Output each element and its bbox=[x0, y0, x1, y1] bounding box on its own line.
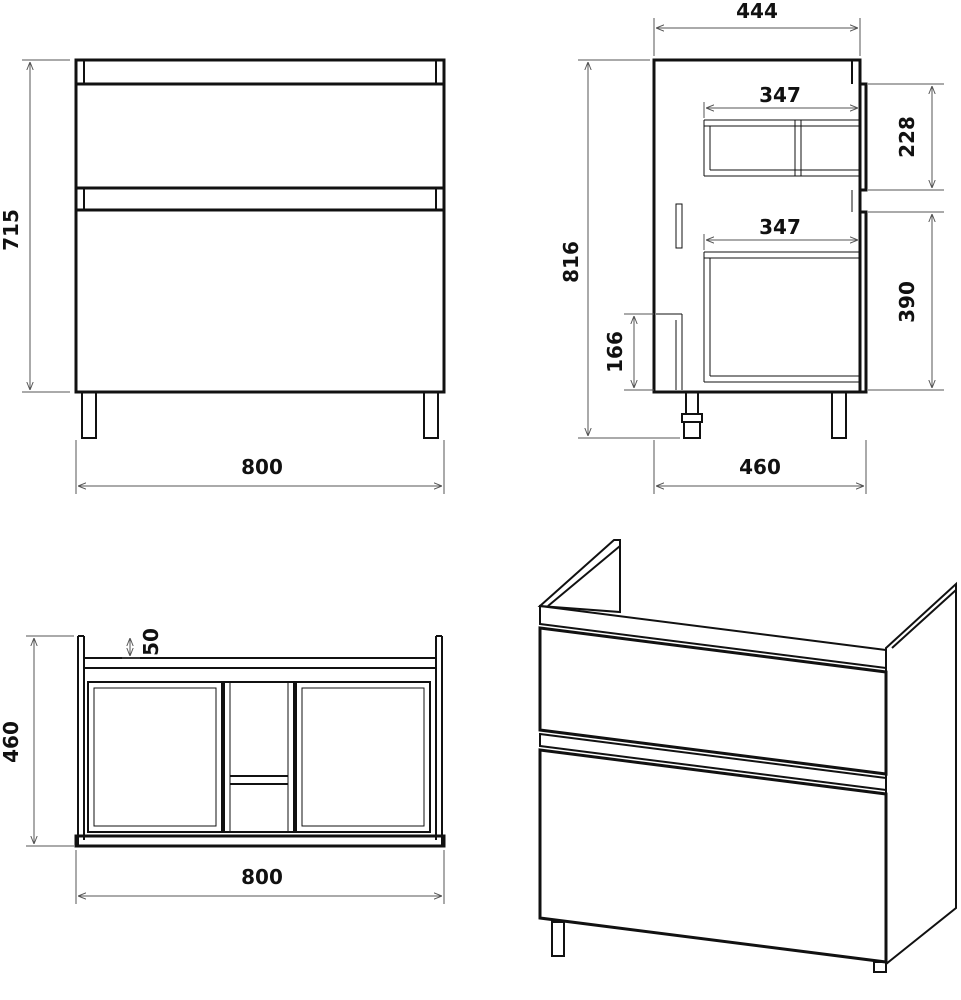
side-upper-drawer-front bbox=[858, 82, 868, 192]
side-rear-leg bbox=[831, 391, 847, 439]
lower-drawer-depth-label: 347 bbox=[759, 215, 801, 239]
iso-upper-drawer bbox=[538, 626, 888, 776]
cutout-height-label: 166 bbox=[603, 331, 627, 373]
front-upper-drawer bbox=[74, 82, 446, 190]
isometric-view bbox=[537, 539, 957, 973]
side-plumbing-cutout bbox=[656, 313, 683, 390]
top-back-panel bbox=[83, 657, 437, 669]
lower-drawer-height-label: 390 bbox=[895, 281, 919, 323]
upper-drawer-height-label: 228 bbox=[895, 116, 919, 158]
front-left-leg bbox=[81, 391, 97, 439]
front-width-label: 800 bbox=[241, 455, 283, 479]
iso-middle-rail bbox=[539, 732, 887, 792]
lower-drawer-box bbox=[703, 251, 860, 383]
side-adjustable-foot bbox=[681, 391, 703, 439]
top-offset-label: 50 bbox=[139, 628, 163, 656]
front-lower-drawer bbox=[74, 208, 446, 394]
top-front-panel bbox=[74, 834, 446, 848]
iso-top-rail bbox=[539, 604, 887, 670]
side-top-depth-label: 444 bbox=[736, 0, 778, 23]
side-lower-drawer-front bbox=[858, 210, 868, 394]
side-height-label: 816 bbox=[559, 241, 583, 283]
front-right-leg bbox=[423, 391, 439, 439]
side-view: 444 816 460 347 347 228 390 166 bbox=[559, 0, 944, 494]
top-center-compartment bbox=[223, 681, 295, 833]
front-height-label: 715 bbox=[0, 209, 23, 251]
side-bottom-depth-label: 460 bbox=[739, 455, 781, 479]
side-cabinet-body bbox=[652, 58, 862, 394]
top-right-compartment bbox=[295, 681, 431, 833]
top-width-label: 800 bbox=[241, 865, 283, 889]
iso-front-right-leg bbox=[873, 961, 887, 973]
iso-front-left-leg bbox=[551, 921, 565, 957]
top-view: 460 50 800 bbox=[0, 628, 446, 904]
top-depth-label: 460 bbox=[0, 721, 23, 763]
iso-lower-drawer bbox=[538, 748, 888, 964]
iso-right-side-panel bbox=[885, 581, 957, 967]
top-left-compartment bbox=[87, 681, 223, 833]
front-view: 715 800 bbox=[0, 58, 446, 494]
side-handle-slot bbox=[675, 203, 683, 249]
upper-drawer-box bbox=[703, 119, 860, 177]
iso-left-side-panel bbox=[537, 539, 621, 614]
front-cabinet-body bbox=[74, 58, 446, 394]
upper-drawer-depth-label: 347 bbox=[759, 83, 801, 107]
